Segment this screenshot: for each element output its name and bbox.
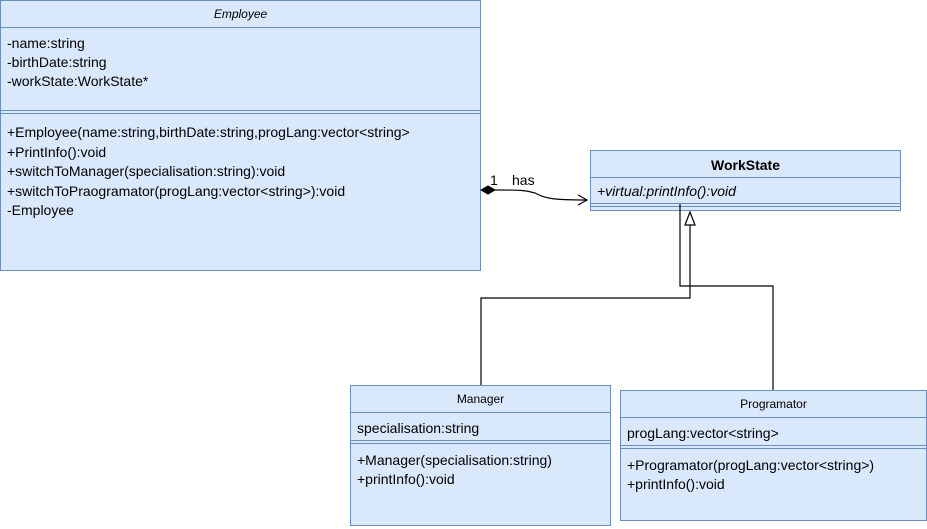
method: +PrintInfo():void xyxy=(7,143,107,160)
method: +printInfo():void xyxy=(357,471,455,487)
attribute: -name:string xyxy=(7,35,85,51)
section-divider xyxy=(621,445,926,449)
method: +Manager(specialisation:string) xyxy=(357,452,552,468)
method: +switchToPraogramator(progLang:vector<st… xyxy=(7,182,346,199)
attribute: -workState:WorkState* xyxy=(7,73,149,89)
section-divider xyxy=(591,203,900,207)
attribute: progLang:vector<string> xyxy=(627,425,779,441)
composition-edge[interactable] xyxy=(479,185,589,206)
association-multiplicity: 1 xyxy=(490,172,498,188)
attribute: -birthDate:string xyxy=(7,54,107,70)
association-label: has xyxy=(512,172,535,188)
class-manager-attributes: specialisation:string xyxy=(351,413,610,439)
class-employee-attributes: -name:string -birthDate:string -workStat… xyxy=(1,28,480,110)
class-programator[interactable]: Programator progLang:vector<string> +Pro… xyxy=(620,390,927,521)
method: +Programator(progLang:vector<string>) xyxy=(627,457,875,473)
section-divider xyxy=(1,110,480,114)
class-employee[interactable]: Employee -name:string -birthDate:string … xyxy=(0,0,481,271)
class-manager[interactable]: Manager specialisation:string +Manager(s… xyxy=(350,385,611,526)
class-programator-name: Programator xyxy=(621,391,926,418)
composition-diamond xyxy=(479,185,497,195)
method: +Employee(name:string,birthDate:string,p… xyxy=(7,124,410,140)
class-manager-name: Manager xyxy=(351,386,610,413)
class-manager-methods: +Manager(specialisation:string) +printIn… xyxy=(351,444,610,491)
method: +switchToManager(specialisation:string):… xyxy=(7,163,286,179)
generalization-edge-manager[interactable] xyxy=(480,236,691,385)
class-workstate-methods: +virtual:printInfo():void xyxy=(591,178,900,203)
open-arrowhead xyxy=(577,194,589,206)
section-divider xyxy=(351,440,610,444)
class-programator-attributes: progLang:vector<string> xyxy=(621,418,926,444)
generalization-edge-programator[interactable] xyxy=(679,204,774,390)
inheritance-triangle xyxy=(684,210,696,226)
class-workstate[interactable]: WorkState +virtual:printInfo():void xyxy=(590,150,901,211)
class-employee-methods: +Employee(name:string,birthDate:string,p… xyxy=(1,114,480,223)
attribute: specialisation:string xyxy=(357,420,480,436)
method: +printInfo():void xyxy=(627,476,725,492)
class-workstate-name: WorkState xyxy=(591,151,900,178)
method: +virtual:printInfo():void xyxy=(597,183,736,199)
method: -Employee xyxy=(7,202,74,218)
class-programator-methods: +Programator(progLang:vector<string>) +p… xyxy=(621,449,926,496)
class-employee-name: Employee xyxy=(1,1,480,28)
